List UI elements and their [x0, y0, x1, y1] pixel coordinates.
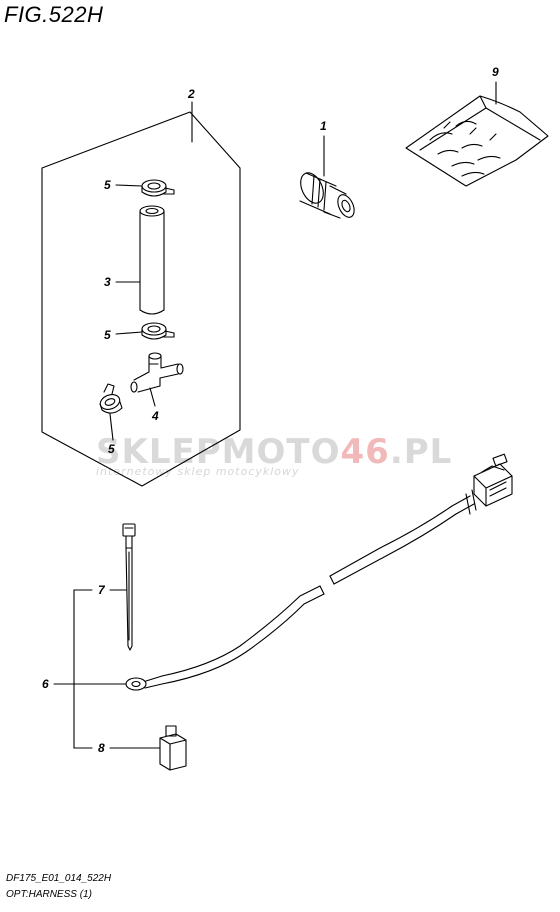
callout-label-5-middle: 5 [104, 328, 111, 342]
wire-harness [125, 453, 513, 691]
diagram-description: OPT:HARNESS (1) [6, 889, 92, 900]
callout-1: 1 [320, 119, 327, 177]
fuse-connector [159, 725, 187, 771]
callout-2: 2 [187, 87, 195, 143]
hose-clamp-bottom [99, 383, 123, 414]
watermark-logo: SKLEPMOTO46.PL [96, 432, 452, 472]
watermark-brand-suffix: .PL [389, 432, 453, 472]
parts-bag [405, 95, 549, 187]
kit-outline [41, 111, 241, 487]
hose [139, 205, 165, 315]
callout-label-7: 7 [98, 583, 106, 597]
callout-5-top: 5 [104, 178, 143, 192]
callout-label-2: 2 [187, 87, 195, 101]
callout-label-4: 4 [151, 409, 159, 423]
callout-3: 3 [104, 275, 141, 289]
callout-label-6: 6 [42, 677, 49, 691]
watermark-tagline: internetowy sklep motocyklowy [96, 465, 300, 478]
diagram-code: DF175_E01_014_522H [6, 873, 112, 884]
callout-5-middle: 5 [104, 328, 143, 342]
callout-label-5-bottom: 5 [108, 442, 115, 456]
callout-label-1: 1 [320, 119, 327, 133]
cable-tie [122, 523, 136, 651]
group-bracket: 7 8 6 [42, 583, 161, 755]
figure-title: FIG.522H [4, 2, 104, 27]
callout-4: 4 [149, 387, 159, 423]
watermark-brand-number: 46 [340, 432, 390, 472]
callout-5-bottom: 5 [108, 413, 115, 456]
plug-fitting [299, 172, 355, 219]
callout-label-8: 8 [98, 741, 105, 755]
hose-clamp-middle [141, 322, 175, 340]
callout-label-5-top: 5 [104, 178, 111, 192]
callout-label-3: 3 [104, 275, 111, 289]
watermark-brand-prefix: SKLEPMOTO [96, 432, 341, 472]
callout-label-9: 9 [492, 65, 499, 79]
callout-9: 9 [492, 65, 499, 105]
t-joint [130, 352, 184, 393]
hose-clamp-top [141, 179, 175, 197]
